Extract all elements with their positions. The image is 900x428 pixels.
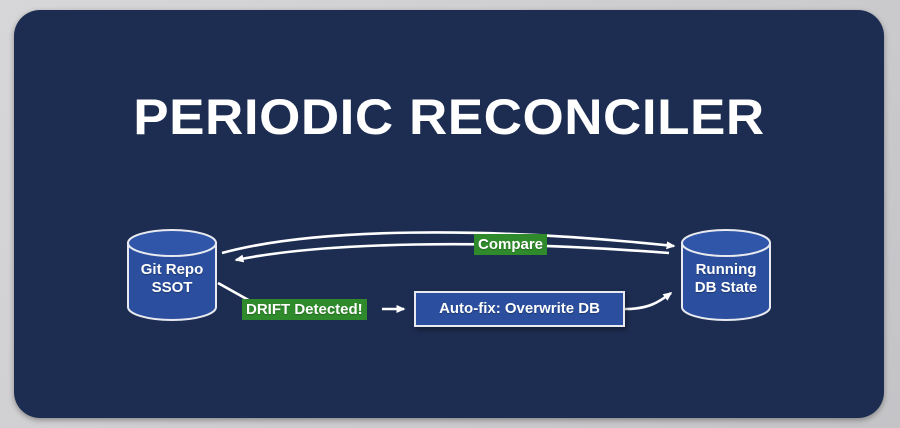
cylinder-shape-db <box>681 229 771 321</box>
node-auto-fix[interactable]: Auto-fix: Overwrite DB <box>414 291 625 327</box>
edge-compare-to-git <box>234 242 670 263</box>
edge-autofix-to-db <box>624 291 673 311</box>
edge-compare-to-db <box>221 231 676 255</box>
node-running-db[interactable]: Running DB State <box>680 229 772 321</box>
edge-label-drift-detected: DRIFT Detected! <box>242 299 367 320</box>
edge-label-compare: Compare <box>474 234 548 255</box>
node-git-repo[interactable]: Git Repo SSOT <box>126 229 218 321</box>
cylinder-shape-git <box>127 229 217 321</box>
diagram-connectors <box>217 231 676 313</box>
diagram-panel: PERIODIC RECONCILER <box>14 10 884 418</box>
node-auto-fix-label: Auto-fix: Overwrite DB <box>439 300 600 317</box>
page-title: PERIODIC RECONCILER <box>133 89 765 145</box>
edge-git-to-drift <box>217 281 253 304</box>
